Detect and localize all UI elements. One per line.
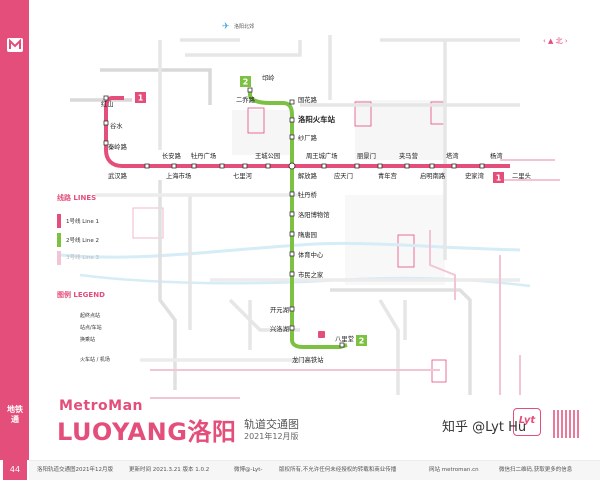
station-qilihe: 七里河 [233, 171, 253, 180]
station-yingtianmen: 应天门 [334, 171, 353, 180]
page-number: 44 [3, 460, 27, 480]
footer-left: 洛阳轨道交通图2021年12月版 [37, 467, 113, 473]
station-jiefanglu: 解放路 [298, 171, 318, 180]
station-mudanqiao: 牡丹桥 [298, 190, 318, 199]
legend-lines-title: 线路 LINES [57, 194, 97, 202]
footer-site: 网站 metroman.cn [429, 467, 479, 473]
metro-map: 1 1 2 2 [59, 22, 560, 399]
sidebar-strip: 地铁通 [0, 0, 29, 460]
station-luoyang-railway: 洛阳火车站 [298, 115, 336, 124]
station-mudanguangchang: 牡丹广场 [191, 151, 216, 160]
lyt-logo: Lyt [513, 408, 541, 436]
station-shijiawan: 史家湾 [465, 171, 485, 180]
station-shachanglu: 纱厂路 [298, 133, 318, 142]
station-erlitou: 二里头 [512, 171, 531, 180]
footer: 洛阳轨道交通图2021年12月版 更新时间 2021.3.21 版本 1.0.2… [29, 460, 600, 480]
line-1-badge: 1 [493, 172, 504, 183]
station-kaiyuanhu: 开元湖 [270, 305, 289, 314]
legend-line-1: 1号线 Line 1 [66, 219, 99, 225]
airport-label: 洛阳北郊 [234, 23, 254, 30]
station-longmen-hsr: 龙门高铁站 [292, 355, 324, 364]
station-xingluohu: 兴洛湖 [270, 324, 289, 333]
brand-big: LUOYANG洛阳 [57, 418, 237, 446]
line-1-badge-label: 1 [496, 174, 502, 183]
station-markers [103, 87, 485, 348]
station-wuhan: 武汉路 [108, 171, 128, 180]
line-2-route [248, 90, 348, 349]
map-date: 2021年12月版 [244, 432, 299, 441]
compass-north-label: 北 [555, 37, 563, 45]
legend-title: 图例 LEGEND [57, 291, 105, 299]
legend-terminal: 起终点站 [80, 313, 101, 319]
zhihu-watermark: 知乎 @Lyt Hu [442, 420, 527, 435]
legend-transfer: 火车站 / 机场 [80, 357, 110, 363]
station-guohualu: 国花路 [298, 95, 318, 104]
legend-line-1-swatch [57, 214, 61, 228]
station-qimingnanlu: 启明南路 [420, 171, 446, 180]
station-lijingmen: 丽景门 [357, 151, 376, 160]
footer-notice: 版权所有,不允许任何未经授权的转载和商业传播 [279, 467, 397, 473]
station-labels: 红山 谷水 秦岭路 武汉路 长安路 上海市场 牡丹广场 七里河 王城公园 周王城… [101, 73, 531, 364]
station-hongshan: 红山 [101, 99, 114, 108]
station-changanlu: 长安路 [162, 151, 182, 160]
legend-line-2: 2号线 Line 2 [66, 238, 99, 244]
airplane-icon: ✈ [222, 22, 230, 32]
line-1-badge: 1 [135, 92, 146, 103]
station-shanghaishichang: 上海市场 [166, 171, 191, 180]
map-title: 轨道交通图 [244, 418, 299, 431]
station-balitang: 八里堂 [335, 334, 354, 343]
station-jiumalu: 夹马营 [399, 151, 418, 160]
station-qinlingnan: 秦岭路 [108, 142, 128, 151]
qr-code[interactable] [553, 410, 581, 438]
line-1-route [104, 96, 510, 168]
line-2-badge-label: 2 [359, 337, 365, 346]
legend-line-3: 3号线 Line 3 [66, 255, 99, 261]
line-2-badge: 2 [240, 76, 251, 87]
planned-lines [70, 35, 560, 399]
legend-line-2-swatch [57, 233, 61, 247]
footer-update: 更新时间 2021.3.21 版本 1.0.2 [129, 467, 210, 473]
station-erqilu: 二乔路 [236, 95, 256, 104]
station-qingniangong: 青年宫 [378, 171, 397, 180]
line-2-badge-label: 2 [243, 78, 249, 87]
station-tawan: 塔湾 [446, 151, 459, 160]
train-icon [318, 331, 325, 338]
station-yangwan: 杨湾 [490, 151, 503, 160]
station-shiminzhijia: 市民之家 [298, 270, 324, 279]
legend-station: 站点/车站 [80, 325, 102, 331]
river [59, 241, 521, 259]
station-zhouwangcheng: 周王城广场 [306, 151, 337, 160]
station-gushui: 谷水 [110, 121, 123, 130]
airport-marker: ✈ 洛阳北郊 [222, 22, 254, 32]
line-1-badge-label: 1 [138, 94, 144, 103]
metroman-logo-icon [7, 38, 23, 52]
station-tiyuzhongxin: 体育中心 [298, 250, 324, 259]
station-mangling: 邙岭 [262, 73, 275, 82]
station-suitangyuan: 隋唐园 [298, 230, 317, 239]
brand-small: MetroMan [59, 398, 143, 414]
legend-interchange: 换乘站 [80, 337, 96, 343]
line-2-badge: 2 [356, 335, 367, 346]
station-luoyang-museum: 洛阳博物馆 [298, 210, 329, 219]
footer-right: 微信扫二维码,获取更多的信息 [499, 467, 573, 473]
compass: ‹ ▲ 北 › [543, 37, 568, 45]
legend-line-3-swatch [57, 251, 61, 265]
district-areas [132, 100, 447, 383]
station-wangchenggongyuan: 王城公园 [255, 152, 280, 160]
sidebar-label: 地铁通 [7, 405, 23, 424]
footer-wechat: 微博@-Lyt- [234, 467, 263, 473]
